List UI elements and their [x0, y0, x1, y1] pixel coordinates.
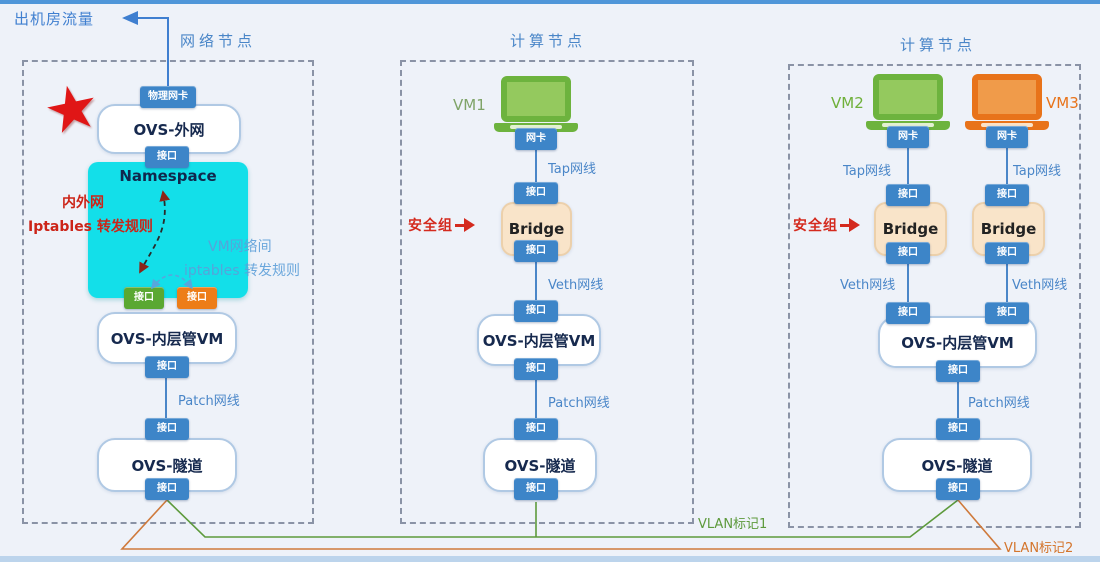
- port-chip: 接口: [985, 242, 1029, 264]
- patch-cable-label: Patch网线: [548, 396, 610, 411]
- vm1-laptop-icon: [494, 76, 578, 132]
- network-node-title: 网络节点: [180, 32, 257, 50]
- physical-nic-chip: 物理网卡: [140, 86, 196, 108]
- iptables-note-internal-external-line2: Iptables 转发规则: [28, 219, 153, 235]
- iptables-note-internal-external-line1: 内外网: [62, 195, 104, 211]
- ovs-inner-box-network-node: OVS-内层管VM: [97, 312, 237, 364]
- port-chip: 接口: [145, 418, 189, 440]
- veth-cable-label-vm3: Veth网线: [1012, 278, 1068, 293]
- port-chip-orange: 接口: [177, 287, 217, 309]
- port-chip: 接口: [886, 184, 930, 206]
- compute-node-2-boundary: [788, 64, 1081, 528]
- patch-cable-label: Patch网线: [968, 396, 1030, 411]
- vm3-label: VM3: [1046, 94, 1079, 112]
- security-group-label: 安全组: [408, 218, 453, 234]
- compute-node-1-boundary: [400, 60, 694, 524]
- security-group-arrow-icon: [840, 223, 849, 227]
- vm3-laptop-icon: [965, 74, 1049, 130]
- bottom-edge-strip: [0, 556, 1100, 562]
- vlan-tag1-label: VLAN标记1: [698, 517, 768, 532]
- port-chip: 接口: [145, 478, 189, 500]
- port-chip: 接口: [514, 418, 558, 440]
- iptables-note-vm-network-line2: iptables 转发规则: [184, 263, 300, 279]
- nic-chip-vm3: 网卡: [986, 126, 1028, 148]
- security-group-label: 安全组: [793, 218, 838, 234]
- vm2-laptop-icon: [866, 74, 950, 130]
- port-chip: 接口: [936, 360, 980, 382]
- port-chip: 接口: [936, 478, 980, 500]
- vlan-tag2-label: VLAN标记2: [1004, 541, 1074, 556]
- vm1-label: VM1: [453, 96, 486, 114]
- port-chip: 接口: [514, 240, 558, 262]
- port-chip: 接口: [886, 242, 930, 264]
- top-edge-strip: [0, 0, 1100, 4]
- tap-cable-label: Tap网线: [548, 162, 597, 177]
- veth-cable-label-vm2: Veth网线: [840, 278, 896, 293]
- port-chip: 接口: [145, 146, 189, 168]
- port-chip-green: 接口: [124, 287, 164, 309]
- ovs-inner-box-compute1: OVS-内层管VM: [477, 314, 601, 366]
- port-chip: 接口: [514, 358, 558, 380]
- port-chip: 接口: [145, 356, 189, 378]
- port-chip: 接口: [514, 182, 558, 204]
- port-chip: 接口: [514, 478, 558, 500]
- nic-chip-vm2: 网卡: [887, 126, 929, 148]
- tap-cable-label-vm2: Tap网线: [843, 164, 892, 179]
- vm2-label: VM2: [831, 94, 864, 112]
- iptables-note-vm-network-line1: VM网络间: [208, 239, 272, 255]
- namespace-title: Namespace: [119, 167, 217, 185]
- security-group-pointer: 安全组: [408, 215, 475, 235]
- port-chip: 接口: [985, 302, 1029, 324]
- patch-cable-label: Patch网线: [178, 394, 240, 409]
- port-chip: 接口: [514, 300, 558, 322]
- port-chip: 接口: [936, 418, 980, 440]
- outflow-traffic-label: 出机房流量: [14, 10, 95, 28]
- veth-cable-label: Veth网线: [548, 278, 604, 293]
- tap-cable-label-vm3: Tap网线: [1013, 164, 1062, 179]
- port-chip: 接口: [985, 184, 1029, 206]
- security-group-pointer-2: 安全组: [793, 215, 860, 235]
- port-chip: 接口: [886, 302, 930, 324]
- security-group-arrow-icon: [455, 223, 464, 227]
- compute-node-2-title: 计算节点: [900, 36, 977, 54]
- nic-chip-vm1: 网卡: [515, 128, 557, 150]
- compute-node-1-title: 计算节点: [510, 32, 587, 50]
